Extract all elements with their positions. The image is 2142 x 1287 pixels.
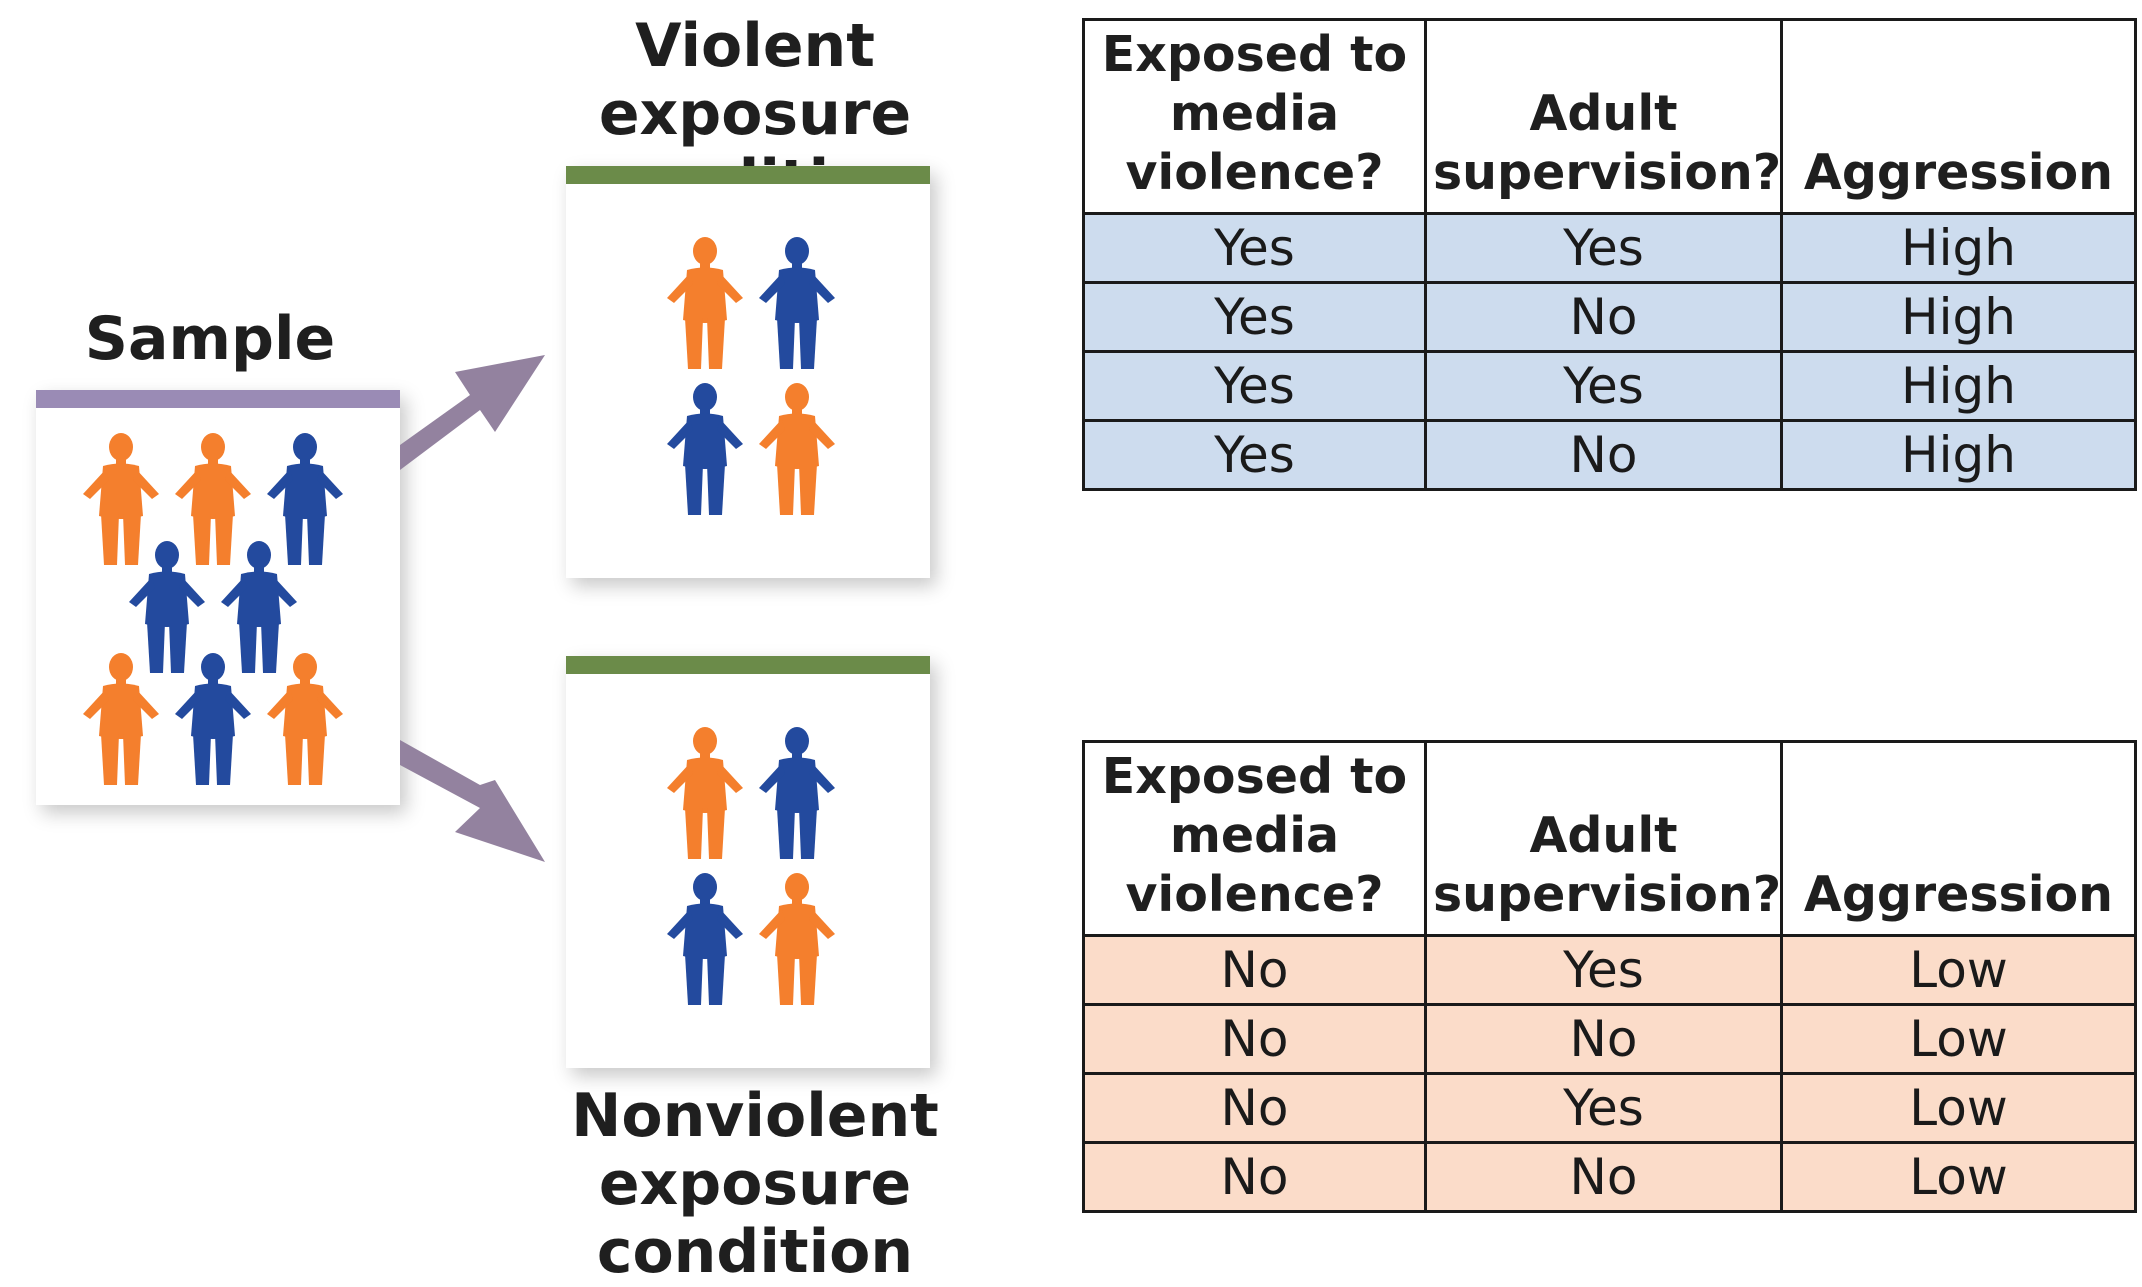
header-supervision-line: Adult — [1529, 807, 1678, 864]
nonviolent-child-figure — [756, 872, 838, 1007]
table-row: Yes Yes High — [1082, 350, 2137, 422]
table-row: No Yes Low — [1082, 934, 2137, 1006]
cell-aggression: High — [1780, 350, 2137, 422]
table-header-row: Exposed to media violence? Adult supervi… — [1082, 740, 2137, 937]
sample-child-figure — [172, 432, 254, 567]
violent-child-figure — [756, 236, 838, 371]
sample-child-figure — [80, 432, 162, 567]
header-supervision: Adult supervision? — [1424, 18, 1783, 215]
cell-exposed: No — [1082, 934, 1427, 1006]
table-row: No No Low — [1082, 1003, 2137, 1075]
cell-exposed: No — [1082, 1141, 1427, 1213]
header-aggression-line: Aggression — [1803, 866, 2114, 923]
cell-supervision: Yes — [1424, 350, 1783, 422]
header-aggression-line: Aggression — [1803, 144, 2114, 201]
arrow-to-violent-condition — [400, 355, 545, 470]
header-exposed-line: violence? — [1125, 866, 1384, 923]
sample-child-figure — [264, 652, 346, 787]
violent-child-figure — [664, 236, 746, 371]
header-exposed-line: media — [1169, 807, 1340, 864]
violent-child-figure — [756, 382, 838, 517]
nonviolent-results-table: Exposed to media violence? Adult supervi… — [1082, 740, 2137, 1213]
cell-aggression: High — [1780, 419, 2137, 491]
table-row: Yes No High — [1082, 281, 2137, 353]
table-row: Yes Yes High — [1082, 212, 2137, 284]
cell-supervision: No — [1424, 281, 1783, 353]
violent-title-line1: Violent exposure — [598, 11, 912, 149]
nonviolent-condition-panel — [566, 656, 930, 1068]
cell-exposed: Yes — [1082, 419, 1427, 491]
header-supervision-line: supervision? — [1433, 144, 1782, 201]
cell-aggression: Low — [1780, 934, 2137, 1006]
cell-exposed: No — [1082, 1072, 1427, 1144]
sample-child-figure — [126, 540, 208, 675]
cell-exposed: Yes — [1082, 350, 1427, 422]
table-header-row: Exposed to media violence? Adult supervi… — [1082, 18, 2137, 215]
cell-aggression: High — [1780, 212, 2137, 284]
sample-child-figure — [218, 540, 300, 675]
table-row: No Yes Low — [1082, 1072, 2137, 1144]
sample-child-figure — [264, 432, 346, 567]
cell-aggression: Low — [1780, 1072, 2137, 1144]
nonviolent-condition-title: Nonviolent exposure condition — [440, 1082, 1070, 1286]
nonviolent-title-line2: exposure condition — [596, 1149, 914, 1287]
sample-header-bar — [36, 390, 400, 408]
violent-child-figure — [664, 382, 746, 517]
header-aggression: Aggression — [1780, 18, 2137, 215]
violent-results-table: Exposed to media violence? Adult supervi… — [1082, 18, 2137, 491]
header-aggression: Aggression — [1780, 740, 2137, 937]
sample-child-figure — [172, 652, 254, 787]
cell-exposed: Yes — [1082, 212, 1427, 284]
cell-aggression: Low — [1780, 1141, 2137, 1213]
nonviolent-title-line1: Nonviolent — [571, 1081, 939, 1151]
cell-supervision: Yes — [1424, 934, 1783, 1006]
nonviolent-child-figure — [756, 726, 838, 861]
sample-title: Sample — [84, 304, 336, 374]
header-exposed: Exposed to media violence? — [1082, 740, 1427, 937]
nonviolent-header-bar — [566, 656, 930, 674]
nonviolent-child-figure — [664, 726, 746, 861]
sample-panel — [36, 390, 400, 805]
cell-supervision: No — [1424, 1003, 1783, 1075]
sample-child-figure — [80, 652, 162, 787]
cell-supervision: Yes — [1424, 1072, 1783, 1144]
header-exposed-line: violence? — [1125, 144, 1384, 201]
header-supervision-line: Adult — [1529, 85, 1678, 142]
header-exposed-line: Exposed to — [1101, 748, 1408, 805]
nonviolent-child-figure — [664, 872, 746, 1007]
cell-supervision: No — [1424, 419, 1783, 491]
table-row: Yes No High — [1082, 419, 2137, 491]
cell-supervision: No — [1424, 1141, 1783, 1213]
cell-exposed: Yes — [1082, 281, 1427, 353]
header-supervision: Adult supervision? — [1424, 740, 1783, 937]
cell-supervision: Yes — [1424, 212, 1783, 284]
table-row: No No Low — [1082, 1141, 2137, 1213]
assignment-arrows — [400, 355, 545, 862]
cell-exposed: No — [1082, 1003, 1427, 1075]
header-supervision-line: supervision? — [1433, 866, 1782, 923]
cell-aggression: High — [1780, 281, 2137, 353]
violent-condition-panel — [566, 166, 930, 578]
violent-header-bar — [566, 166, 930, 184]
header-exposed-line: media — [1169, 85, 1340, 142]
header-exposed: Exposed to media violence? — [1082, 18, 1427, 215]
arrow-to-nonviolent-condition — [400, 740, 545, 862]
cell-aggression: Low — [1780, 1003, 2137, 1075]
header-exposed-line: Exposed to — [1101, 26, 1408, 83]
